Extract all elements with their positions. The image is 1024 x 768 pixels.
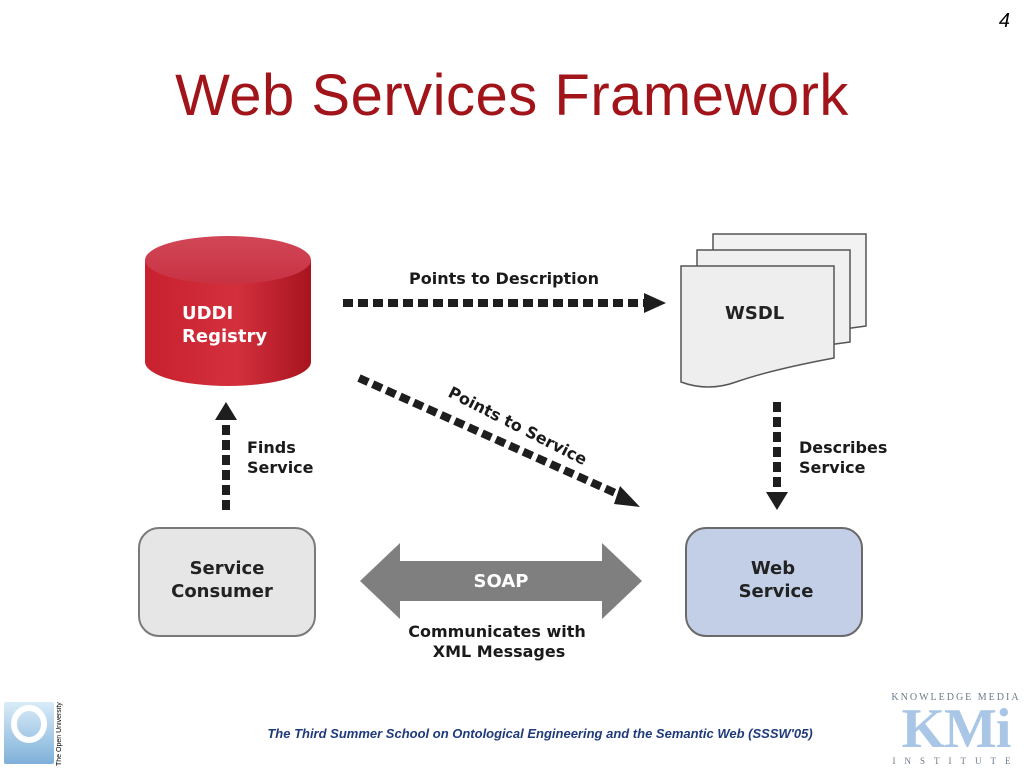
- points-to-description-label: Points to Description: [409, 269, 599, 288]
- soap-double-arrow: SOAP: [360, 543, 642, 619]
- slide-title: Web Services Framework: [175, 63, 849, 128]
- page-number: 4: [998, 10, 1010, 32]
- communicates-label-line2: XML Messages: [433, 642, 565, 661]
- communicates-label-line1: Communicates with: [408, 622, 586, 641]
- points-to-service-arrow: [357, 374, 640, 507]
- describes-service-label-line2: Service: [799, 458, 866, 477]
- describes-service-label-line1: Describes: [799, 438, 887, 457]
- uddi-label-line1: UDDI: [182, 303, 233, 324]
- wsdl-node: WSDL: [680, 233, 867, 388]
- wsdl-label: WSDL: [725, 303, 784, 324]
- uddi-registry-node: UDDI Registry: [145, 236, 311, 386]
- web-service-label-line2: Service: [739, 581, 814, 602]
- consumer-label-line1: Service: [190, 558, 265, 579]
- finds-service-label-line2: Service: [247, 458, 314, 477]
- kmi-top-text: KNOWLEDGE MEDIA: [891, 692, 1021, 703]
- open-university-name: The Open University: [56, 702, 63, 766]
- points-to-service-label: Points to Service: [445, 383, 590, 469]
- footer-text: The Third Summer School on Ontological E…: [267, 726, 813, 741]
- soap-label: SOAP: [474, 571, 529, 592]
- finds-service-label-line1: Finds: [247, 438, 296, 457]
- uddi-label-line2: Registry: [182, 326, 267, 347]
- points-to-description-arrow: [343, 293, 666, 313]
- kmi-bottom-text: INSTITUTE: [892, 756, 1020, 766]
- describes-service-arrow: [766, 402, 788, 510]
- consumer-label-line2: Consumer: [171, 581, 273, 602]
- web-service-label-line1: Web: [751, 558, 795, 579]
- finds-service-arrow: [215, 402, 237, 510]
- open-university-logo-icon: [4, 702, 54, 764]
- web-service-node: Web Service: [685, 527, 863, 637]
- kmi-mark-text: KMi: [901, 698, 1012, 760]
- service-consumer-node: Service Consumer: [138, 527, 316, 637]
